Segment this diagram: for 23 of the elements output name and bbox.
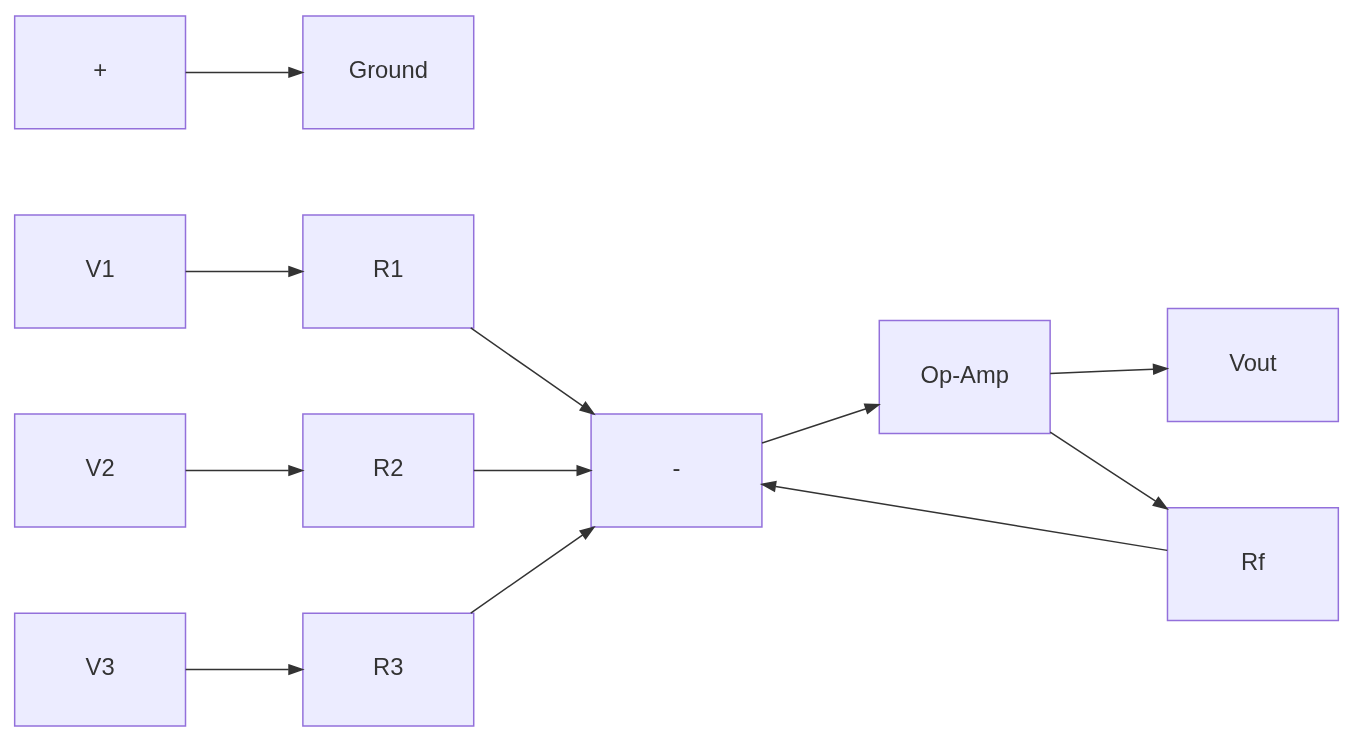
- node-box: Rf: [1166, 506, 1340, 622]
- node-box: -: [590, 413, 763, 528]
- arrow: [761, 403, 881, 444]
- node-box: R2: [302, 413, 475, 528]
- arrow: [184, 265, 305, 278]
- node-box: V2: [13, 413, 187, 528]
- node-box: Op-Amp: [878, 319, 1051, 435]
- arrow: [470, 525, 596, 614]
- arrow: [1049, 363, 1170, 375]
- node-box: R3: [302, 612, 475, 727]
- node-box: Vout: [1166, 307, 1340, 423]
- arrow: [184, 66, 305, 79]
- arrow: [470, 327, 596, 416]
- arrow: [473, 464, 593, 477]
- arrow: [184, 663, 305, 676]
- node-box: V1: [13, 214, 187, 329]
- node-box: R1: [302, 214, 475, 329]
- arrow: [184, 464, 305, 477]
- arrow: [1049, 431, 1169, 510]
- node-box: Ground: [302, 15, 475, 130]
- node-box: V3: [13, 612, 187, 727]
- arrow: [759, 480, 1168, 552]
- node-box: +: [13, 15, 187, 130]
